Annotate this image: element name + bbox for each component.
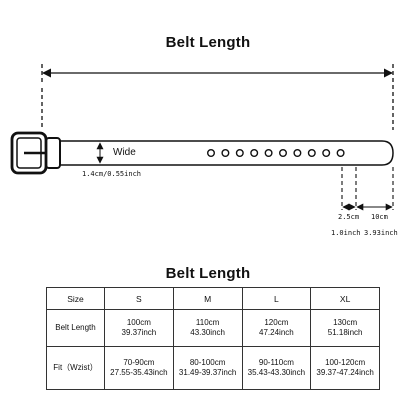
belt-hole bbox=[235, 148, 244, 157]
end-length-cm: 10cm bbox=[371, 213, 388, 221]
table-header-row: Size S M L XL bbox=[46, 287, 380, 310]
header-cell: Size bbox=[46, 287, 105, 310]
wide-label: Wide bbox=[113, 147, 136, 158]
belt-length-title: Belt Length bbox=[165, 34, 251, 51]
belt-hole bbox=[307, 148, 316, 157]
row-label: Fit（Wzist） bbox=[46, 346, 105, 390]
belt-hole bbox=[279, 148, 288, 157]
belt-holes bbox=[206, 148, 345, 157]
belt-hole bbox=[250, 148, 259, 157]
row-label: Belt Length bbox=[46, 309, 105, 347]
header-cell: M bbox=[172, 287, 243, 310]
belt-strap bbox=[60, 140, 394, 166]
belt-hole bbox=[293, 148, 302, 157]
belt-hole bbox=[264, 148, 273, 157]
hole-spacing-cm: 2.5cm bbox=[338, 213, 360, 221]
belt-hole bbox=[336, 148, 345, 157]
hole-spacing-inch: 1.0inch bbox=[331, 229, 361, 237]
header-cell: XL bbox=[310, 287, 380, 310]
width-note: 1.4cm/0.55inch bbox=[82, 170, 142, 178]
buckle-icon bbox=[10, 131, 61, 175]
end-length-inch: 3.93inch bbox=[364, 229, 398, 237]
belt-hole bbox=[322, 148, 331, 157]
belt-hole bbox=[206, 148, 215, 157]
header-cell: L bbox=[241, 287, 312, 310]
belt-diagram bbox=[10, 64, 394, 211]
belt-hole bbox=[221, 148, 230, 157]
header-cell: S bbox=[104, 287, 174, 310]
table-title: Belt Length bbox=[165, 265, 251, 282]
